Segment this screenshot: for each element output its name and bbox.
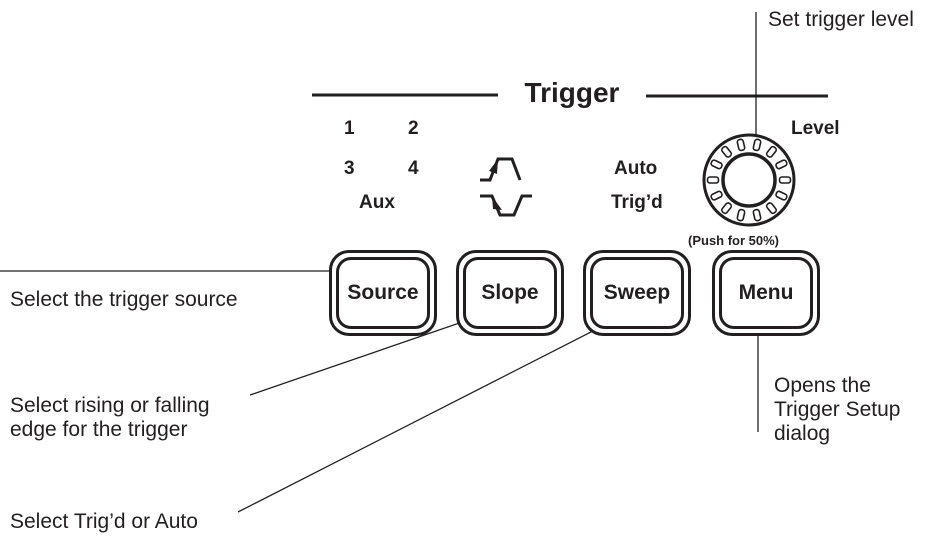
- menu-button-label: Menu: [719, 257, 813, 329]
- callout-select-source: Select the trigger source: [10, 288, 238, 311]
- knob-grip-mark: [775, 190, 788, 201]
- sweep-button-label: Sweep: [590, 257, 684, 329]
- callout-select-slope: Select rising or falling edge for the tr…: [10, 394, 210, 441]
- source-indicator-3: 3: [344, 158, 355, 179]
- knob-grip-mark: [720, 145, 733, 158]
- knob-grip-mark: [765, 145, 778, 158]
- knob-grip-marks: [706, 138, 792, 222]
- knob-grip-mark: [706, 176, 720, 184]
- knob-grip-mark: [736, 208, 746, 222]
- menu-button[interactable]: Menu: [712, 250, 820, 336]
- source-indicator-2: 2: [408, 118, 419, 139]
- sweep-button[interactable]: Sweep: [583, 250, 691, 336]
- knob-grip-mark: [710, 159, 723, 170]
- sweep-indicator-trigd: Trig’d: [611, 192, 663, 213]
- push-for-50-note: (Push for 50%): [688, 233, 780, 248]
- source-button-label: Source: [336, 257, 430, 329]
- knob-grip-mark: [752, 138, 762, 152]
- callout-set-trigger-level: Set trigger level: [768, 8, 914, 31]
- knob-grip-mark: [710, 190, 723, 201]
- knob-grip-mark: [752, 208, 762, 222]
- rising-edge-icon: [480, 157, 522, 182]
- callout-opens-menu: Opens the Trigger Setup dialog: [774, 374, 901, 445]
- source-button[interactable]: Source: [329, 250, 437, 336]
- level-knob-icon: [702, 133, 796, 227]
- source-indicator-1: 1: [344, 118, 355, 139]
- knob-grip-mark: [775, 159, 788, 170]
- level-label: Level: [791, 118, 840, 139]
- knob-grip-mark: [720, 202, 733, 215]
- knob-grip-mark: [778, 176, 792, 184]
- sweep-indicator-auto: Auto: [614, 158, 658, 179]
- trigger-title: Trigger: [498, 76, 646, 110]
- source-indicator-aux: Aux: [359, 192, 395, 213]
- knob-grip-mark: [736, 138, 746, 152]
- leader-sweep: [237, 306, 641, 513]
- knob-grip-mark: [765, 202, 778, 215]
- falling-edge-icon: [480, 194, 532, 217]
- callout-select-sweep: Select Trig’d or Auto: [10, 510, 198, 533]
- slope-button[interactable]: Slope: [456, 250, 564, 336]
- slope-button-label: Slope: [463, 257, 557, 329]
- source-indicator-4: 4: [408, 158, 419, 179]
